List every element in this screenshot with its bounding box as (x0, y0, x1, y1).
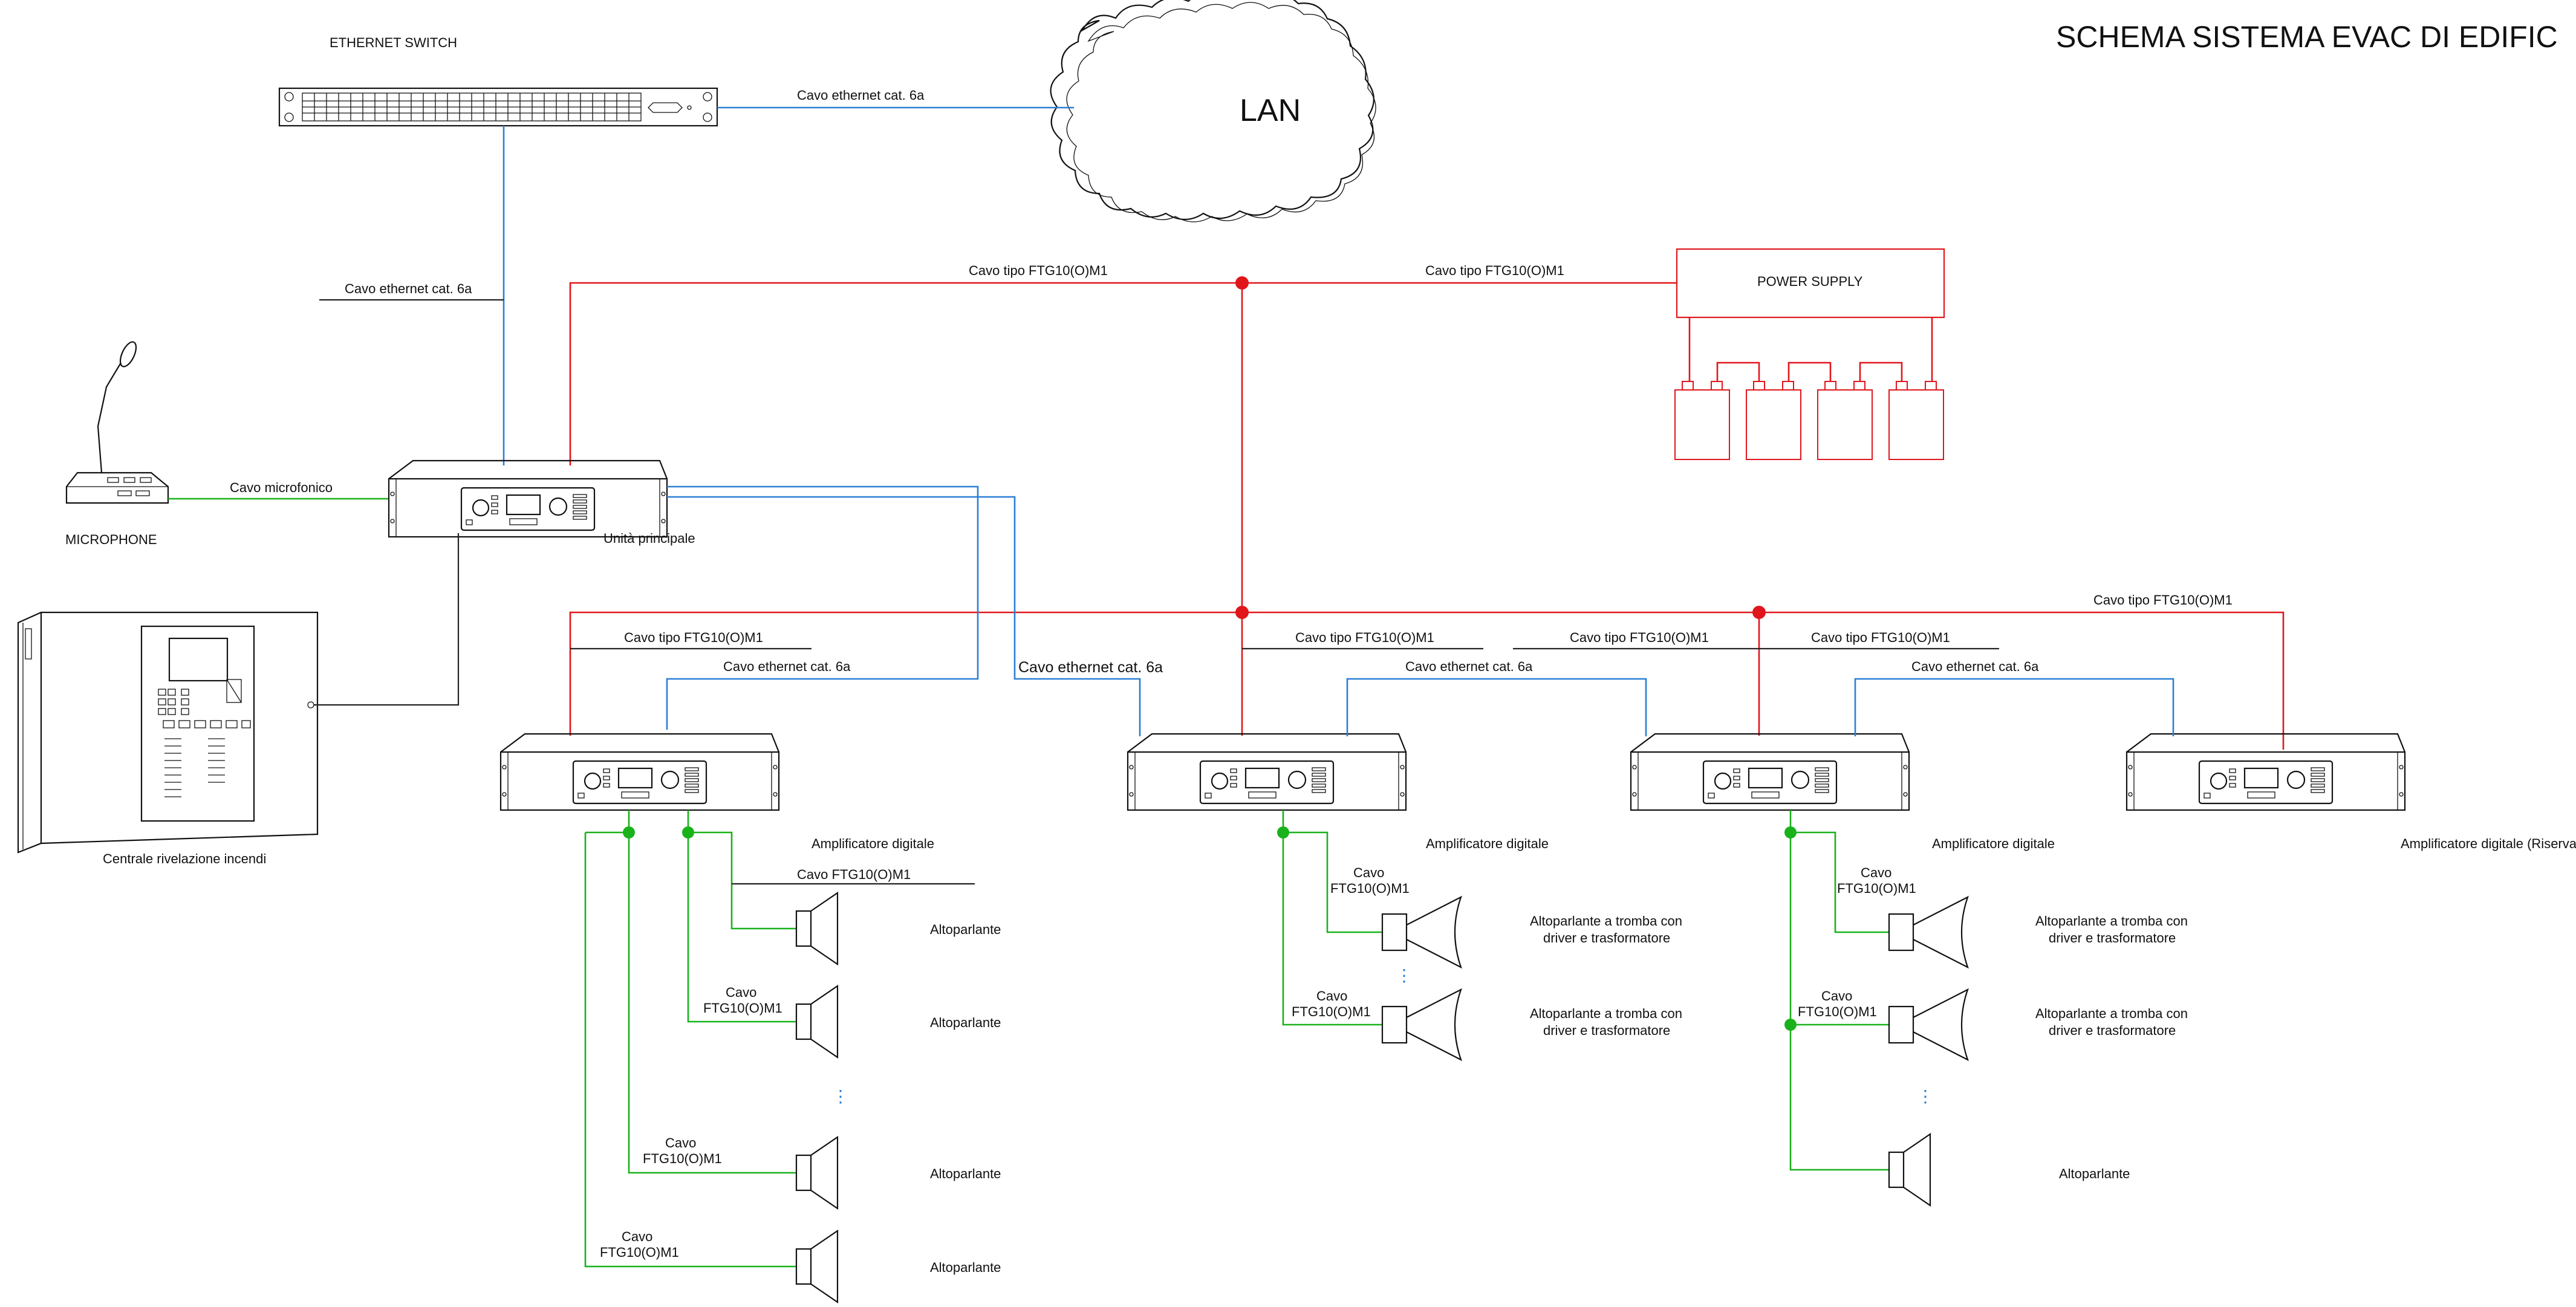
cable-label-ftg-amp3-left: Cavo tipo FTG10(O)M1 (1570, 630, 1709, 645)
cable-cavo-e: Cavo (1316, 988, 1347, 1004)
cable-label-ftg-reserve: Cavo tipo FTG10(O)M1 (2093, 592, 2233, 608)
speaker-3 (795, 1136, 839, 1210)
microphone-label: MICROPHONE (65, 532, 157, 547)
cable-cavo-a: Cavo (726, 985, 756, 1000)
amplifier-3-label: Amplificatore digitale (1932, 836, 2055, 851)
cable-ftg-e: FTG10(O)M1 (1292, 1004, 1371, 1019)
horn-1-label-line1: Altoparlante a tromba con (1530, 913, 1682, 929)
cable-label-ftg-top-left: Cavo tipo FTG10(O)M1 (969, 263, 1108, 278)
cable-cavo-b: Cavo (665, 1135, 696, 1150)
cable-label-eth-amp2-amp3: Cavo ethernet cat. 6a (1405, 659, 1533, 674)
cable-label-eth-amp2: Cavo ethernet cat. 6a (1018, 659, 1163, 676)
main-unit (388, 459, 668, 538)
horn-3-label-line1: Altoparlante a tromba con (2035, 913, 2188, 929)
amplifier-reserve (2126, 733, 2406, 811)
horn-2-label-line2: driver e trasformatore (1543, 1023, 1670, 1038)
amplifier-1 (499, 733, 780, 811)
lan-label: LAN (1240, 93, 1301, 128)
ellipsis-2: ⋮ (1396, 966, 1413, 985)
power-supply-label: POWER SUPPLY (1757, 274, 1863, 289)
fire-panel-label: Centrale rivelazione incendi (103, 851, 266, 866)
speaker-3-label: Altoparlante (930, 1166, 1001, 1181)
horn-speaker-4 (1888, 988, 1969, 1061)
speaker-2 (795, 985, 839, 1059)
cable-label-ftg-amp3-right: Cavo tipo FTG10(O)M1 (1811, 630, 1950, 645)
amplifier-1-label: Amplificatore digitale (812, 836, 934, 851)
speaker-5 (1888, 1133, 1931, 1207)
horn-speaker-2 (1381, 988, 1462, 1061)
horn-4-label-line2: driver e trasformatore (2049, 1023, 2176, 1038)
speaker-4 (795, 1230, 839, 1303)
amplifier-3 (1630, 733, 1910, 811)
cable-label-switch-main: Cavo ethernet cat. 6a (345, 281, 472, 296)
cable-ftg-f: FTG10(O)M1 (1837, 881, 1916, 896)
cable-label-ftg-speakers: Cavo FTG10(O)M1 (797, 867, 911, 882)
cable-ftg-g: FTG10(O)M1 (1798, 1004, 1877, 1019)
ellipsis-1: ⋮ (832, 1087, 849, 1106)
speaker-2-label: Altoparlante (930, 1015, 1001, 1030)
speaker-5-label: Altoparlante (2059, 1166, 2130, 1181)
cable-label-ftg-top-right: Cavo tipo FTG10(O)M1 (1425, 263, 1564, 278)
cable-label-mic: Cavo microfonico (230, 480, 333, 495)
cable-label-eth-amp1: Cavo ethernet cat. 6a (723, 659, 851, 674)
cable-cavo-c: Cavo (622, 1229, 652, 1244)
battery-bank (1674, 317, 1944, 460)
cable-ftg-c: FTG10(O)M1 (600, 1245, 679, 1260)
horn-2-label-line1: Altoparlante a tromba con (1530, 1006, 1682, 1021)
fire-detection-panel (17, 611, 319, 854)
speaker-1 (795, 892, 839, 965)
ellipsis-3: ⋮ (1917, 1087, 1934, 1106)
horn-4-label-line1: Altoparlante a tromba con (2035, 1006, 2188, 1021)
horn-1-label-line2: driver e trasformatore (1543, 930, 1670, 945)
cable-label-switch-lan: Cavo ethernet cat. 6a (797, 88, 925, 103)
cable-label-ftg-amp1: Cavo tipo FTG10(O)M1 (624, 630, 763, 645)
cable-cavo-f: Cavo (1861, 865, 1891, 880)
microphone-console (65, 341, 169, 504)
cable-cavo-d: Cavo (1353, 865, 1384, 880)
amplifier-2-label: Amplificatore digitale (1426, 836, 1549, 851)
speaker-4-label: Altoparlante (930, 1260, 1001, 1275)
ethernet-switch (278, 87, 718, 127)
cable-label-ftg-amp2: Cavo tipo FTG10(O)M1 (1295, 630, 1434, 645)
amplifier-reserve-label: Amplificatore digitale (Riserva) (2401, 836, 2576, 851)
horn-3-label-line2: driver e trasformatore (2049, 930, 2176, 945)
horn-speaker-1 (1381, 896, 1462, 968)
cable-ftg-b: FTG10(O)M1 (643, 1151, 722, 1166)
main-unit-label: Unità principale (603, 531, 695, 546)
horn-speaker-3 (1888, 896, 1969, 968)
lan-cloud (1050, 0, 1374, 220)
page-title: SCHEMA SISTEMA EVAC DI EDIFIC (2056, 20, 2558, 54)
cable-cavo-g: Cavo (1821, 988, 1852, 1004)
cable-label-eth-amp3-reserve: Cavo ethernet cat. 6a (1911, 659, 2039, 674)
amplifier-2 (1127, 733, 1407, 811)
cable-ftg-a: FTG10(O)M1 (703, 1001, 782, 1016)
speaker-1-label: Altoparlante (930, 922, 1001, 937)
ethernet-switch-label: ETHERNET SWITCH (330, 35, 457, 50)
cable-ftg-d: FTG10(O)M1 (1330, 881, 1410, 896)
